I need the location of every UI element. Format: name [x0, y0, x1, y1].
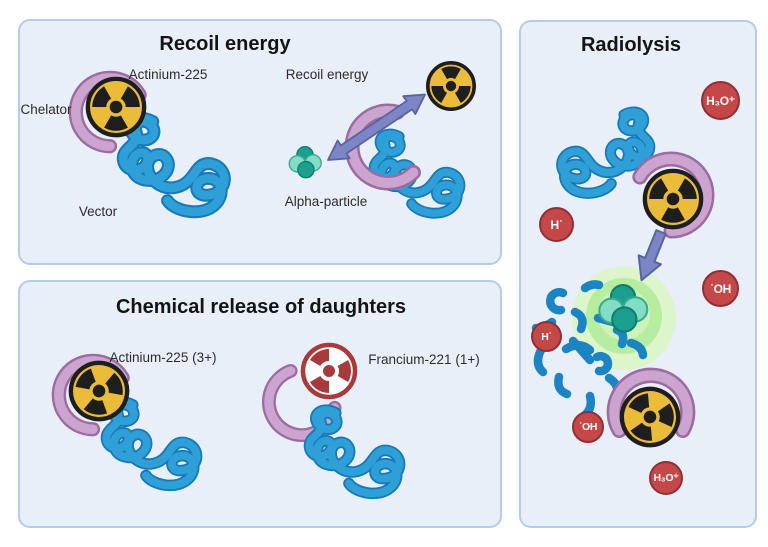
- panel-title-daughters: Chemical release of daughters: [115, 296, 407, 318]
- hydroxyl-radical-badge: ˙OH: [702, 270, 739, 307]
- label-recoil-energy: Recoil energy: [285, 67, 369, 82]
- ion-label: ˙OH: [578, 421, 598, 433]
- ion-label: H₃O⁺: [653, 472, 679, 484]
- label-actinium-225: Actinium-225: [128, 67, 208, 82]
- hydronium-ion-badge: H₃O⁺: [649, 461, 683, 495]
- hydrogen-radical-badge: H˙: [531, 321, 562, 352]
- label-chelator: Chelator: [20, 102, 72, 117]
- ion-label: ˙OH: [709, 281, 732, 296]
- ion-label: H₃O⁺: [706, 93, 735, 108]
- hydroxyl-radical-badge: ˙OH: [572, 411, 604, 443]
- label-alpha-particle: Alpha-particle: [284, 194, 368, 209]
- label-vector: Vector: [78, 204, 118, 219]
- panel-title-radiolysis: Radiolysis: [580, 34, 682, 56]
- ion-label: H˙: [541, 330, 552, 343]
- hydronium-ion-badge: H₃O⁺: [701, 81, 740, 120]
- panel-title-recoil: Recoil energy: [159, 33, 291, 55]
- ion-label: H˙: [550, 217, 563, 232]
- label-francium-221-1plus: Francium-221 (1+): [368, 352, 480, 367]
- hydrogen-radical-badge: H˙: [539, 207, 574, 242]
- label-actinium-225-3plus: Actinium-225 (3+): [109, 350, 217, 365]
